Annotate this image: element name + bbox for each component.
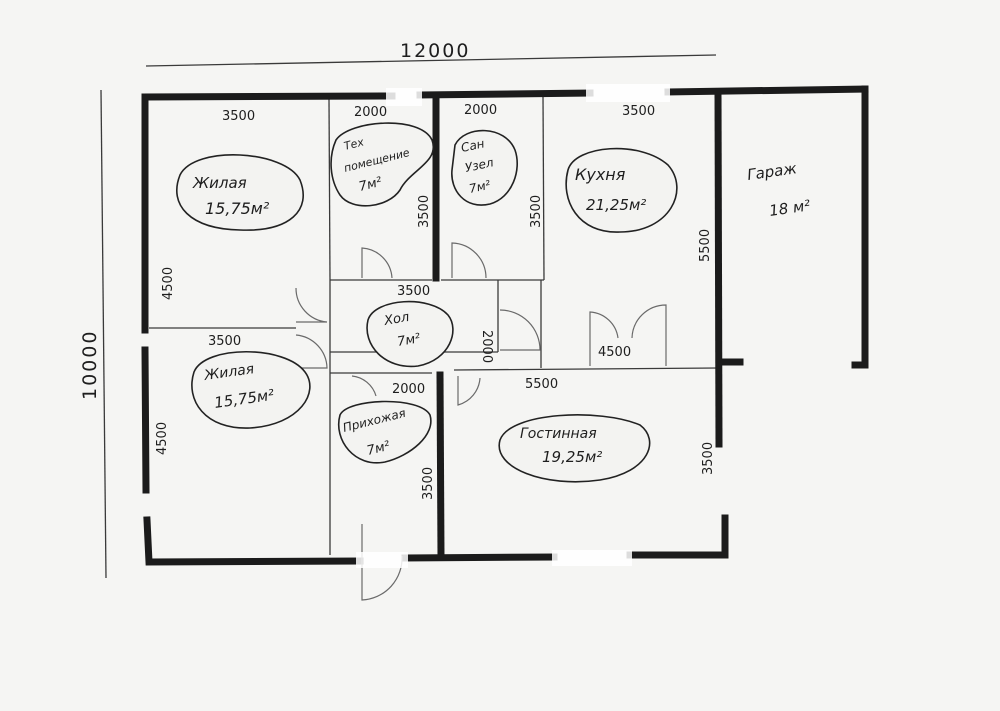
- dim-entry-top: 2000: [392, 382, 425, 397]
- hall-name: Хол: [382, 310, 410, 329]
- overall-height-line: [100, 89, 107, 579]
- living-area: 19,25м²: [542, 448, 602, 466]
- bedroom1-area: 15,75м²: [205, 199, 270, 218]
- dim-bedroom1-left: 4500: [161, 267, 176, 300]
- tech-name-line1: Тех: [343, 135, 366, 153]
- bath-name-line1: Сан: [460, 136, 486, 155]
- kitchen-name: Кухня: [575, 165, 626, 184]
- entry-area: 7м²: [365, 439, 391, 459]
- bedroom2-blob: [191, 350, 311, 429]
- bath-name-line2: Узел: [464, 155, 495, 175]
- bath-blob: [451, 129, 519, 206]
- hall-area: 7м²: [396, 331, 422, 350]
- dim-entry-right: 3500: [421, 467, 436, 500]
- dim-kitchen-bottom: 4500: [598, 345, 631, 360]
- dim-kitchen-top: 3500: [622, 104, 655, 119]
- bath-area: 7м²: [468, 178, 492, 196]
- partition-lines: [149, 95, 719, 555]
- bedroom2-name: Жилая: [202, 361, 255, 384]
- living-name: Гостинная: [520, 426, 597, 442]
- overall-height-label: 10000: [79, 330, 101, 400]
- overall-width-line: [145, 54, 717, 67]
- walls: [141, 85, 869, 566]
- dim-bath-right: 3500: [529, 195, 544, 228]
- dim-bedroom1-top: 3500: [222, 109, 255, 124]
- dim-hall-top: 3500: [397, 284, 430, 299]
- garage-name: Гараж: [746, 159, 798, 184]
- dim-living-right: 3500: [701, 442, 716, 475]
- tech-area: 7м²: [357, 175, 383, 195]
- dim-tech-top: 2000: [354, 105, 387, 120]
- overall-width-label: 12000: [400, 40, 470, 62]
- dim-bath-top: 2000: [464, 103, 497, 118]
- dim-tech-right: 3500: [417, 195, 432, 228]
- dim-kitchen-right: 5500: [698, 229, 713, 262]
- dim-living-top: 5500: [525, 377, 558, 392]
- tape-patches: [356, 84, 670, 568]
- entry-blob: [337, 400, 432, 464]
- garage-area: 18 м²: [768, 196, 811, 220]
- bedroom1-blob: [175, 154, 305, 231]
- dim-bedroom2-left: 4500: [155, 422, 170, 455]
- kitchen-area: 21,25м²: [586, 196, 646, 214]
- dim-bedroom2-top: 3500: [208, 334, 241, 349]
- living-blob: [498, 414, 651, 483]
- bedroom1-name: Жилая: [192, 174, 247, 192]
- dim-hall-right: 2000: [479, 330, 494, 363]
- tech-blob: [330, 122, 435, 207]
- kitchen-blob: [565, 147, 678, 233]
- door-swings: [295, 242, 667, 601]
- hall-blob: [366, 300, 454, 368]
